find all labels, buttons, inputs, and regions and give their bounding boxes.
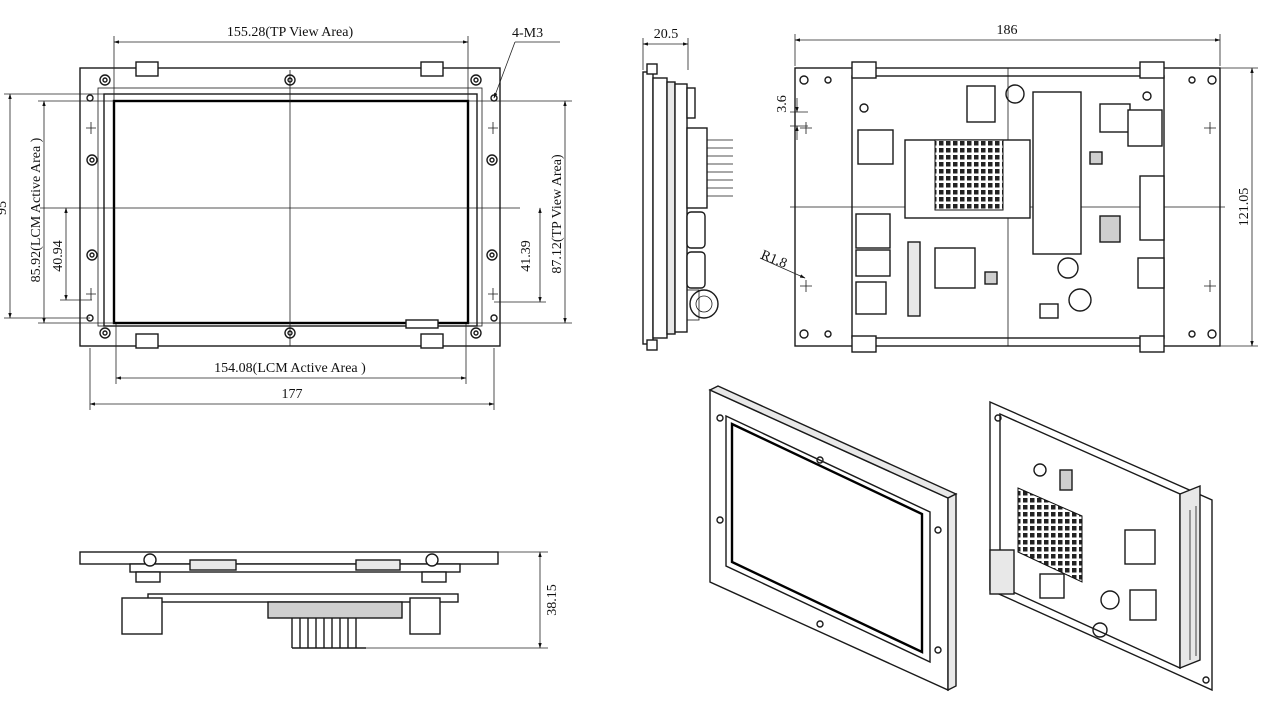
screw-hole-icon: [799, 75, 1217, 339]
isometric-back-view: [989, 400, 1213, 692]
screw-callout-label: 4-M3: [512, 26, 543, 41]
front-view: 155.28(TP View Area) 4-M3 154.08(LCM Act…: [0, 25, 572, 410]
corner-radius-label: R1.8: [759, 248, 790, 272]
lcm-active-width-label: 154.08(LCM Active Area ): [214, 361, 366, 376]
isometric-front-view: [708, 385, 958, 692]
heatsink-icon: [1017, 487, 1083, 583]
tp-view-width-label: 155.28(TP View Area): [227, 25, 354, 40]
back-view: 186: [759, 23, 1258, 353]
overall-width-label: 177: [282, 387, 303, 402]
side-depth-label: 20.5: [654, 27, 679, 42]
heatsink-icon: [934, 139, 1004, 211]
overall-height-label: 95: [0, 201, 10, 215]
half-height-left-label: 40.94: [51, 240, 66, 272]
half-height-right-label: 41.39: [519, 240, 534, 272]
slot-dim-label: 3.6: [775, 95, 790, 113]
side-view: 20.5: [642, 27, 733, 351]
lcm-active-height-label: 85.92(LCM Active Area ): [29, 137, 44, 282]
heatsink-fins-icon: [291, 618, 357, 648]
back-height-label: 121.05: [1237, 188, 1252, 227]
tp-view-height-label: 87.12(TP View Area): [550, 154, 565, 274]
bottom-depth-label: 38.15: [545, 584, 560, 616]
back-width-label: 186: [997, 23, 1018, 38]
bottom-view: 38.15: [79, 551, 560, 649]
